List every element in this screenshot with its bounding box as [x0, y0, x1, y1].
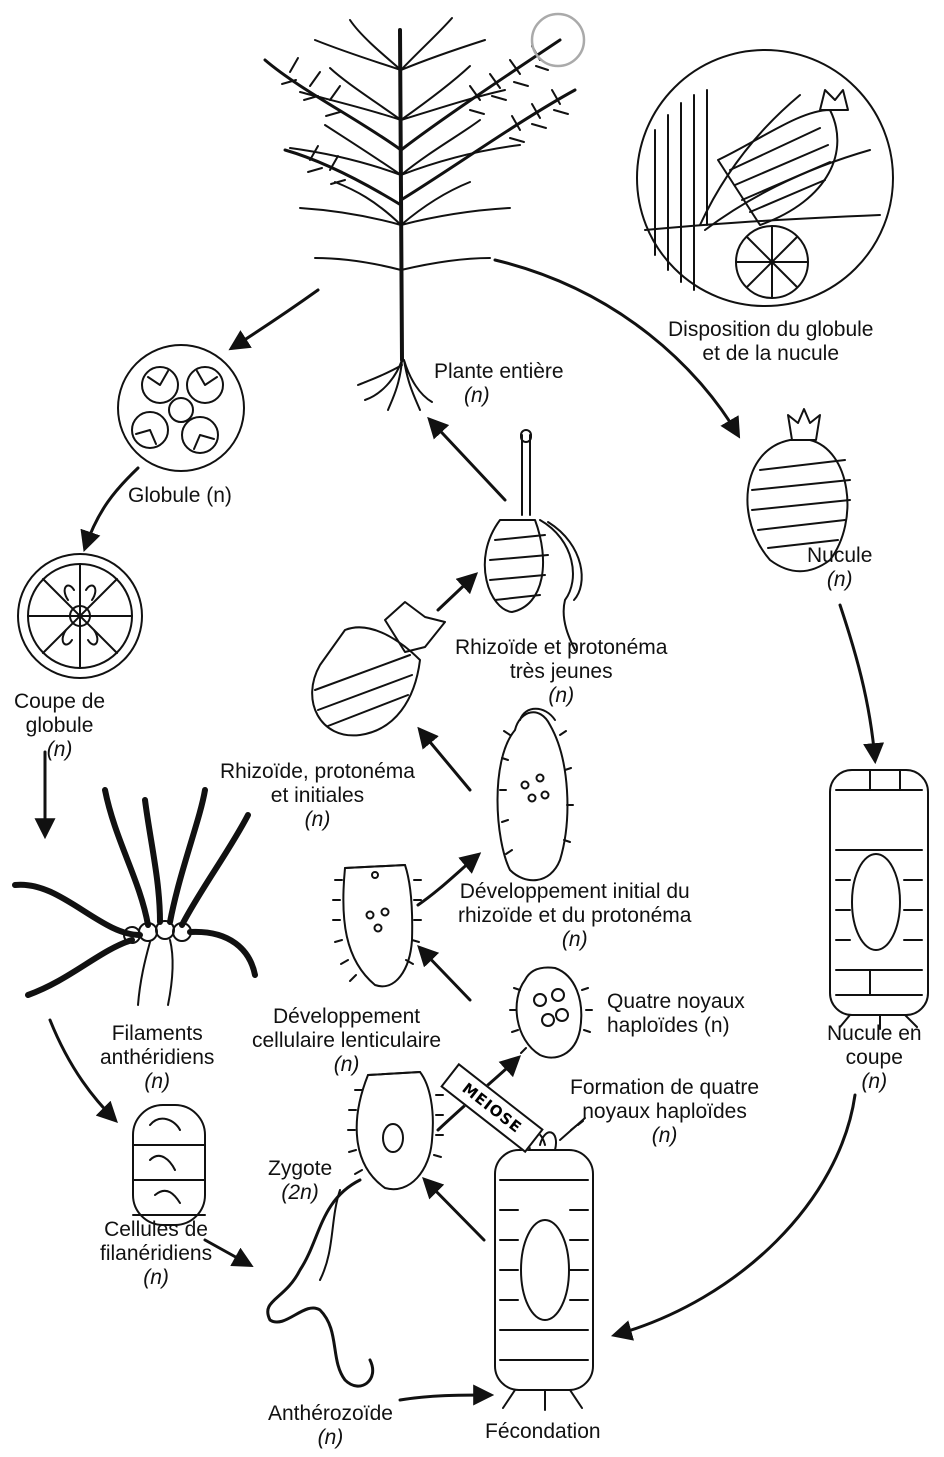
label-cellules: Cellules de filanéridiens (n)	[100, 1218, 212, 1290]
initial-development-illustration	[498, 709, 574, 880]
whole-plant-illustration	[265, 14, 584, 410]
lenticular-cell-development-illustration	[333, 865, 421, 986]
globule-section-illustration	[18, 554, 142, 678]
label-quatre-noyaux: Quatre noyaux haploïdes (n)	[607, 990, 745, 1038]
antherozoid-illustration	[268, 1180, 373, 1386]
label-nucule: Nucule (n)	[807, 544, 872, 592]
label-disposition: Disposition du globule et de la nucule	[668, 318, 873, 366]
label-zygote: Zygote (2n)	[268, 1157, 332, 1205]
label-rhizoide-tres-jeunes: Rhizoïde et protonéma très jeunes (n)	[455, 636, 667, 708]
label-fecondation: Fécondation	[485, 1420, 601, 1444]
zygote-illustration	[348, 1072, 443, 1189]
label-formation-noyaux: Formation de quatre noyaux haploïdes (n)	[570, 1076, 759, 1148]
label-developpement-cellulaire: Développement cellulaire lenticulaire (n…	[252, 1005, 441, 1077]
antheridial-filaments-illustration	[15, 790, 255, 1005]
label-plante-entiere: Plante entière (n)	[434, 360, 564, 408]
young-rhizoid-protonema-illustration	[485, 430, 582, 650]
label-developpement-initial: Développement initial du rhizoïde et du …	[458, 880, 691, 952]
label-antherozoide: Anthérozoïde (n)	[268, 1402, 393, 1450]
fertilization-illustration	[495, 1118, 593, 1410]
globule-nucule-disposition-inset	[637, 50, 893, 306]
globule-illustration	[118, 345, 244, 471]
four-haploid-nuclei-illustration	[510, 968, 592, 1058]
rhizoid-protonema-initials-illustration	[312, 602, 445, 735]
nucule-section-illustration	[830, 770, 928, 1029]
label-filaments: Filaments anthéridiens (n)	[100, 1022, 214, 1094]
antheridial-filament-cells-illustration	[133, 1105, 205, 1225]
label-coupe-globule: Coupe de globule (n)	[14, 690, 105, 762]
label-nucule-en-coupe: Nucule en coupe (n)	[827, 1022, 922, 1094]
label-rhizoide-initiales: Rhizoïde, protonéma et initiales (n)	[220, 760, 415, 832]
label-globule: Globule (n)	[128, 484, 232, 508]
